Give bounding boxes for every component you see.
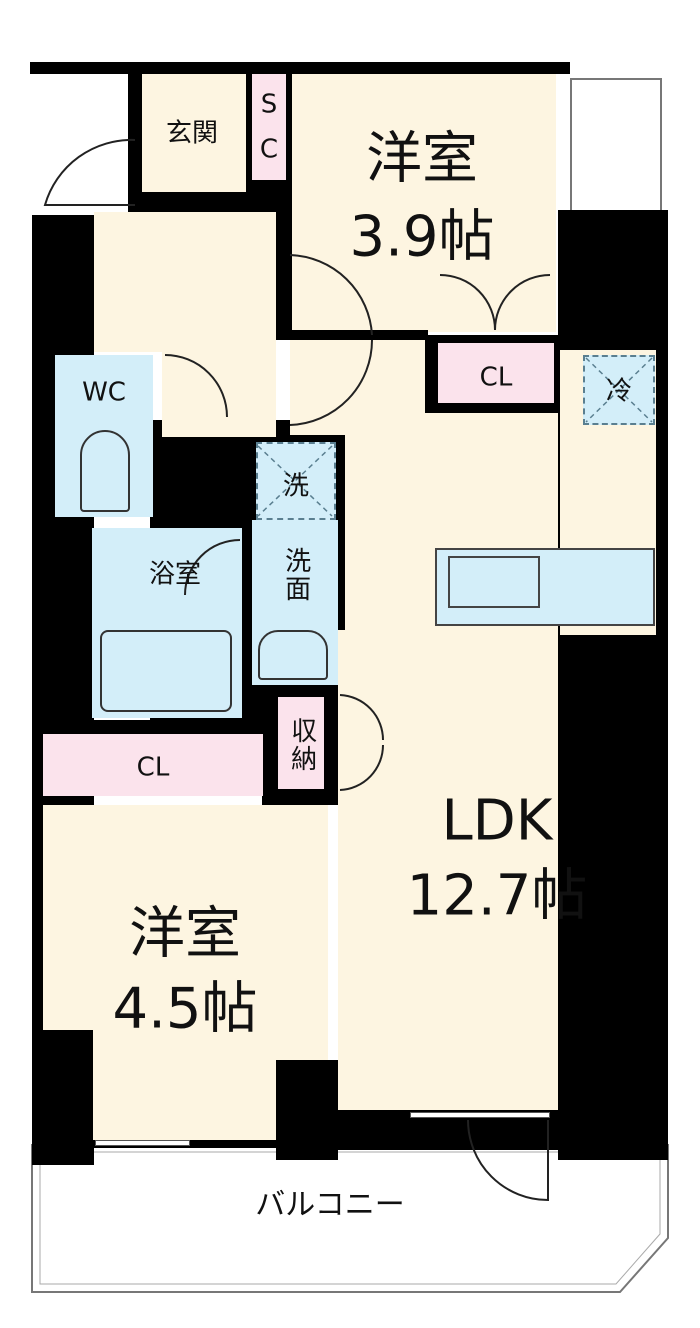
closet-top [438,343,554,403]
wc-label: WC [82,377,126,408]
shoe-closet-label-c: C [259,134,279,165]
washroom [252,520,338,685]
wash-basin [258,630,328,680]
storage-label: 収納 [286,717,317,773]
wall-bm [276,1060,338,1160]
balcony-label: バルコニー [255,1187,405,1223]
wall-bl [43,1030,93,1160]
laundry-label: 洗 [282,471,310,502]
ldk-size: 12.7帖 [406,863,588,929]
closet-bottom [43,734,263,796]
closet-bottom-label: CL [136,752,170,783]
hallway-lower [162,352,276,437]
toilet [80,430,130,512]
entrance-label: 玄関 [165,118,219,149]
kitchen-sink [448,556,540,608]
ldk-name: LDK [441,788,553,854]
bath-label: 浴室 [148,559,202,590]
room2-size: 4.5帖 [112,976,258,1042]
room2-name: 洋室 [129,901,241,967]
wall-cl [43,720,263,734]
closet-top-label: CL [479,362,513,393]
storage [278,697,324,789]
room1-size: 3.9帖 [349,204,495,270]
wall-top [30,62,570,74]
hallway [94,212,276,352]
bathtub [100,630,232,712]
entrance [142,74,246,192]
western-room-2 [43,805,328,1065]
ldk-lower [338,630,558,1110]
shoe-closet-label-s: S [260,89,278,120]
kitchen-counter [435,548,655,626]
washroom-label: 洗面 [280,547,311,603]
western-room-2-lower [92,1060,277,1140]
fridge-label: 冷 [605,376,633,407]
wall-mid [278,330,428,340]
shoe-closet [252,74,286,180]
top-right-balcony [570,78,662,213]
room2-window [95,1140,190,1146]
room1-name: 洋室 [366,126,478,192]
ldk-window [410,1112,550,1118]
